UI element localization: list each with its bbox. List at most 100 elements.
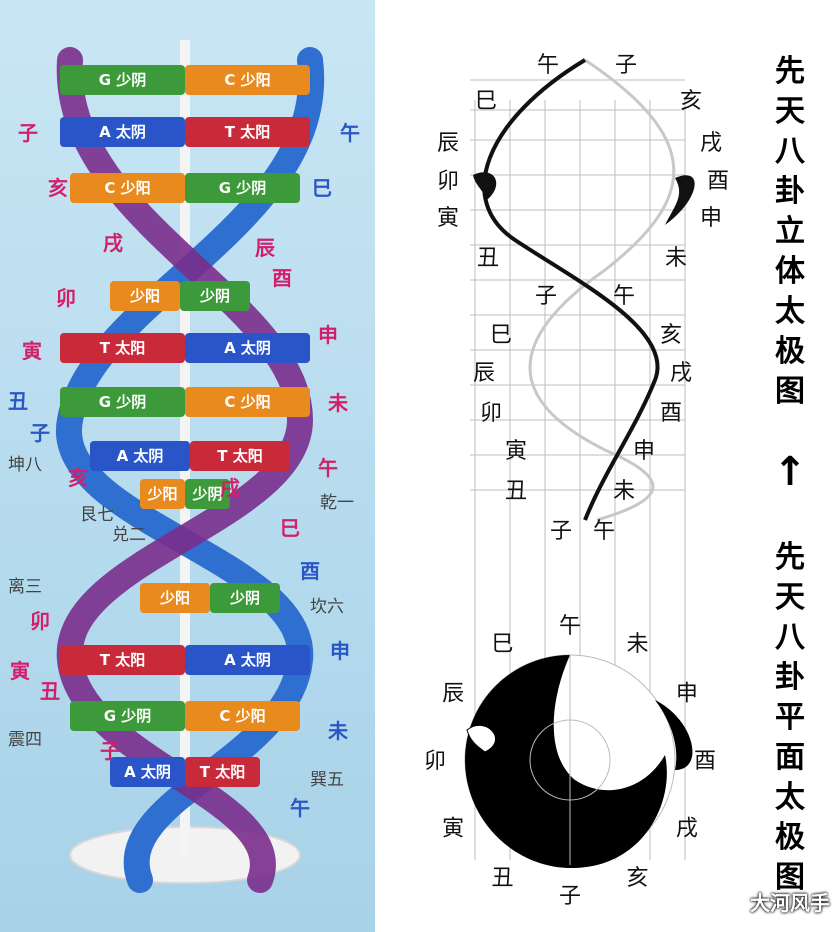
branch-label: 午 bbox=[340, 121, 360, 145]
branch-label: 亥 bbox=[660, 323, 682, 348]
branch-label: 亥 bbox=[68, 466, 88, 490]
branch-label: 未 bbox=[665, 246, 687, 271]
trigram-label: 离三 bbox=[8, 577, 42, 597]
branch-label: 未 bbox=[328, 391, 348, 415]
circle-branch-label: 子 bbox=[559, 884, 581, 909]
base-label: A 太阴 bbox=[99, 123, 146, 141]
branch-label: 酉 bbox=[707, 169, 729, 194]
branch-label: 寅 bbox=[22, 339, 42, 363]
trigram-label: 兑二 bbox=[112, 525, 146, 545]
branch-label: 卯 bbox=[30, 609, 50, 633]
branch-label: 巳 bbox=[490, 323, 512, 348]
branch-label: 午 bbox=[613, 284, 635, 309]
circle-branch-label: 辰 bbox=[442, 682, 464, 707]
base-label: C 少阳 bbox=[104, 179, 150, 197]
title-char: 卦 bbox=[772, 172, 808, 212]
base-label: T 太阳 bbox=[217, 447, 262, 465]
arrow-up-icon: ↑ bbox=[772, 452, 808, 492]
branch-label: 午 bbox=[290, 796, 310, 820]
circle-branch-label: 午 bbox=[559, 614, 581, 639]
branch-label: 戌 bbox=[670, 361, 692, 386]
title-char: 面 bbox=[772, 738, 808, 778]
branch-label: 巳 bbox=[475, 89, 497, 114]
base-label: G 少阴 bbox=[219, 179, 267, 197]
circle-branch-label: 申 bbox=[676, 682, 698, 707]
base-label: 少阳 bbox=[129, 287, 160, 305]
title-flat-taiji: 先天八卦平面太极图 bbox=[772, 538, 808, 898]
branch-label: 戌 bbox=[103, 231, 123, 255]
trigram-label: 巽五 bbox=[310, 770, 344, 790]
title-3d-taiji: 先天八卦立体太极图 bbox=[772, 52, 808, 412]
branch-label: 子 bbox=[100, 739, 120, 763]
branch-label: 申 bbox=[633, 439, 655, 464]
branch-label: 卯 bbox=[56, 286, 76, 310]
branch-label: 辰 bbox=[473, 361, 495, 386]
branch-label: 午 bbox=[593, 519, 615, 544]
watermark: 大河风手 bbox=[750, 887, 830, 916]
title-char: 极 bbox=[772, 818, 808, 858]
taiji-symbol bbox=[465, 655, 692, 868]
circle-branch-label: 寅 bbox=[442, 817, 464, 842]
branch-label: 卯 bbox=[480, 401, 502, 426]
base-label: G 少阴 bbox=[99, 71, 147, 89]
branch-label: 酉 bbox=[300, 559, 320, 583]
title-char: 太 bbox=[772, 292, 808, 332]
branch-label: 丑 bbox=[40, 679, 60, 703]
base-label: T 太阳 bbox=[100, 651, 145, 669]
circle-branch-label: 亥 bbox=[626, 866, 648, 891]
base-label: A 太阴 bbox=[224, 339, 271, 357]
branch-label: 亥 bbox=[48, 176, 68, 200]
base-label: G 少阴 bbox=[104, 707, 152, 725]
circle-branch-label: 酉 bbox=[694, 749, 716, 774]
trigram-label: 乾一 bbox=[320, 493, 354, 513]
base-label: 少阴 bbox=[199, 287, 230, 305]
branch-label: 巳 bbox=[280, 516, 300, 540]
branch-label: 申 bbox=[700, 206, 722, 231]
branch-label: 酉 bbox=[660, 401, 682, 426]
base-label: T 太阳 bbox=[200, 763, 245, 781]
title-char: 卦 bbox=[772, 658, 808, 698]
base-label: T 太阳 bbox=[100, 339, 145, 357]
branch-label: 戌 bbox=[220, 476, 240, 500]
title-char: 先天八卦立体太极图 bbox=[772, 52, 808, 412]
branch-label: 申 bbox=[330, 639, 350, 663]
title-char: 八 bbox=[772, 132, 808, 172]
branch-label: 辰 bbox=[437, 131, 459, 156]
branch-label: 子 bbox=[535, 284, 557, 309]
branch-label: 未 bbox=[328, 719, 348, 743]
trigram-label: 坤八 bbox=[8, 455, 42, 475]
title-char: 天 bbox=[772, 92, 808, 132]
title-char: 先 bbox=[772, 52, 808, 92]
branch-label: 丑 bbox=[8, 389, 28, 413]
branch-label: 酉 bbox=[272, 266, 292, 290]
base-label: C 少阳 bbox=[224, 393, 270, 411]
title-char: 先天八卦平面太极图 bbox=[772, 538, 808, 898]
branch-label: 子 bbox=[30, 421, 50, 445]
base-label: 少阳 bbox=[146, 485, 177, 503]
branch-label: 寅 bbox=[10, 659, 30, 683]
title-char: 先 bbox=[772, 538, 808, 578]
base-label: C 少阳 bbox=[219, 707, 265, 725]
base-label: A 太阴 bbox=[117, 447, 164, 465]
trigram-label: 坎六 bbox=[310, 597, 344, 617]
circle-branch-label: 丑 bbox=[491, 866, 513, 891]
base-label: C 少阳 bbox=[224, 71, 270, 89]
title-char: 图 bbox=[772, 372, 808, 412]
base-label: G 少阴 bbox=[99, 393, 147, 411]
branch-label: 卯 bbox=[437, 169, 459, 194]
circle-branch-label: 巳 bbox=[491, 632, 513, 657]
branch-label: 寅 bbox=[505, 439, 527, 464]
title-char: 平 bbox=[772, 698, 808, 738]
branch-label: 戌 bbox=[700, 131, 722, 156]
base-label: 少阴 bbox=[191, 485, 222, 503]
branch-label: 辰 bbox=[255, 236, 276, 260]
trigram-label: 艮七 bbox=[80, 505, 114, 525]
branch-label: 丑 bbox=[505, 479, 527, 504]
branch-label: 未 bbox=[613, 479, 635, 504]
circle-branch-label: 卯 bbox=[424, 749, 446, 774]
trigram-label: 震四 bbox=[8, 730, 42, 750]
title-char: 极 bbox=[772, 332, 808, 372]
base-label: A 太阴 bbox=[224, 651, 271, 669]
